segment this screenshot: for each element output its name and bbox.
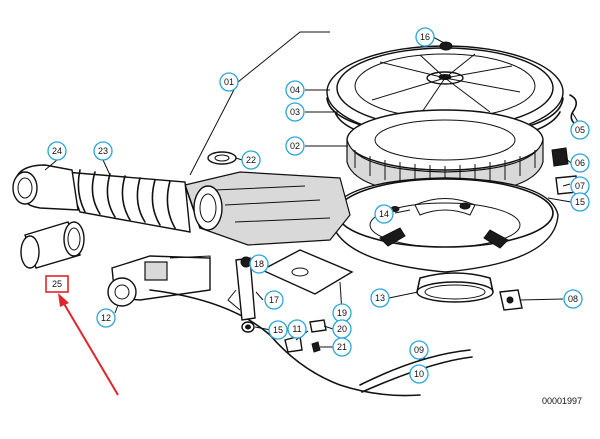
rubber-bellows xyxy=(63,169,191,233)
svg-text:21: 21 xyxy=(337,342,347,352)
clip-assembly xyxy=(227,256,256,321)
intake-duct xyxy=(416,272,494,303)
svg-text:14: 14 xyxy=(379,209,389,219)
svg-text:18: 18 xyxy=(254,259,264,269)
svg-text:11: 11 xyxy=(292,324,301,334)
bracket-plate xyxy=(260,249,354,295)
callout-06: 06 xyxy=(570,153,590,173)
callout-01: 01 xyxy=(219,72,239,92)
callout-08: 08 xyxy=(563,289,583,309)
hose-elbow xyxy=(12,164,79,211)
svg-text:10: 10 xyxy=(414,369,424,379)
highlight-arrow xyxy=(58,293,119,396)
svg-text:07: 07 xyxy=(575,181,585,191)
callout-24: 24 xyxy=(47,141,67,161)
callout-17: 17 xyxy=(264,290,284,310)
small-clips xyxy=(284,319,327,353)
svg-text:06: 06 xyxy=(575,158,585,168)
callout-11: 11 xyxy=(287,319,307,339)
gasket xyxy=(207,151,237,165)
svg-text:08: 08 xyxy=(568,294,578,304)
bolt xyxy=(439,41,453,51)
callout-14: 14 xyxy=(374,204,394,224)
svg-text:20: 20 xyxy=(337,324,347,334)
callout-09: 09 xyxy=(409,340,429,360)
callout-03: 03 xyxy=(285,102,305,122)
callout-21: 21 xyxy=(332,337,352,357)
callout-22: 22 xyxy=(241,150,261,170)
intake-tube xyxy=(184,171,351,246)
svg-text:05: 05 xyxy=(575,125,585,135)
air-filter-lid xyxy=(326,45,564,139)
svg-text:22: 22 xyxy=(246,155,256,165)
callout-18: 18 xyxy=(249,254,269,274)
svg-text:04: 04 xyxy=(290,85,300,95)
cable xyxy=(149,289,421,397)
svg-text:13: 13 xyxy=(375,293,385,303)
lower-housing xyxy=(329,177,559,273)
sensor-unit xyxy=(107,255,211,307)
svg-text:15: 15 xyxy=(273,325,283,335)
sleeve-part-25 xyxy=(20,221,85,269)
callout-23: 23 xyxy=(93,141,113,161)
callout-15-lower: 15 xyxy=(268,320,288,340)
callout-13: 13 xyxy=(370,288,390,308)
callout-12: 12 xyxy=(96,308,116,328)
highlighted-callout-25[interactable]: 25 xyxy=(45,275,69,293)
svg-text:23: 23 xyxy=(98,146,108,156)
svg-text:24: 24 xyxy=(52,146,62,156)
callout-10: 10 xyxy=(409,364,429,384)
nut-part-15 xyxy=(241,321,255,333)
callout-02: 02 xyxy=(285,136,305,156)
svg-text:25: 25 xyxy=(52,279,62,289)
svg-text:03: 03 xyxy=(290,107,300,117)
callout-04: 04 xyxy=(285,80,305,100)
callout-07: 07 xyxy=(570,176,590,196)
callout-19: 19 xyxy=(332,303,352,323)
svg-text:15: 15 xyxy=(575,197,585,207)
svg-text:16: 16 xyxy=(420,32,430,42)
svg-text:01: 01 xyxy=(224,77,234,87)
callout-20: 20 xyxy=(332,319,352,339)
document-number: 00001997 xyxy=(542,396,582,406)
callout-15-upper: 15 xyxy=(570,192,590,212)
svg-text:02: 02 xyxy=(290,141,300,151)
svg-text:12: 12 xyxy=(101,313,111,323)
svg-text:09: 09 xyxy=(414,345,424,355)
mounting-bracket xyxy=(499,289,523,311)
svg-text:17: 17 xyxy=(269,295,279,305)
callout-16: 16 xyxy=(415,27,435,47)
callout-05: 05 xyxy=(570,120,590,140)
svg-text:19: 19 xyxy=(337,308,347,318)
